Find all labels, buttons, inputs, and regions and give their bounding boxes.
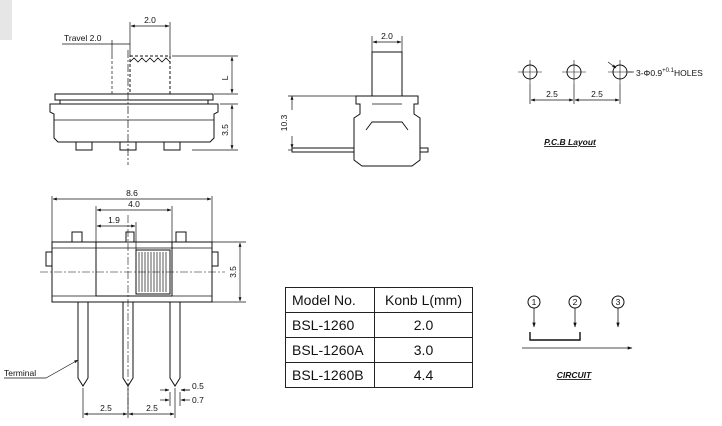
front-knob-width-label: 2.0: [144, 15, 156, 25]
side-view: [288, 36, 429, 167]
circuit-pin-3-label: 3: [616, 297, 621, 307]
top-total-width-label: 8.6: [126, 188, 138, 198]
cell-length: 3.0: [374, 337, 473, 363]
pin-pitch-small-label: 0.7: [192, 395, 204, 405]
cell-length: 2.0: [374, 312, 473, 338]
top-knob-offset-label: 1.9: [108, 215, 120, 225]
circuit-pin-2-label: 2: [573, 297, 578, 307]
side-knob-width-label: 2.0: [381, 31, 393, 41]
table-row: BSL-1260 2.0: [285, 312, 473, 338]
circuit-diagram: [522, 295, 633, 350]
table-row: BSL-1260B 4.4: [285, 362, 473, 388]
pcb-layout-caption: P.C.B Layout: [544, 137, 597, 147]
side-height-label: 10.3: [279, 114, 289, 131]
circuit-caption: CIRCUIT: [557, 370, 592, 380]
front-body-height-label: 3.5: [220, 124, 230, 136]
table-header-row: Model No. Konb L(mm): [285, 287, 473, 313]
front-view: [49, 22, 238, 165]
front-knob-length-label: L: [220, 75, 230, 80]
cell-model: BSL-1260A: [285, 337, 375, 363]
table-row: BSL-1260A 3.0: [285, 337, 473, 363]
terminal-label: Terminal: [4, 368, 36, 378]
top-pitch-1-label: 2.5: [100, 403, 112, 413]
top-frame-width-label: 4.0: [128, 199, 140, 209]
cell-model: BSL-1260: [285, 312, 375, 338]
header-model-no: Model No.: [285, 287, 375, 313]
pin-width-label: 0.5: [192, 381, 204, 391]
top-view: [4, 196, 246, 418]
spec-table: Model No. Konb L(mm) BSL-1260 2.0 BSL-12…: [285, 287, 473, 388]
cell-model: BSL-1260B: [285, 362, 375, 388]
travel-label: Travel 2.0: [64, 33, 102, 43]
pcb-pitch-2-label: 2.5: [591, 89, 603, 99]
top-pitch-2-label: 2.5: [146, 403, 158, 413]
header-knob-length: Konb L(mm): [374, 287, 473, 313]
cell-length: 4.4: [374, 362, 473, 388]
pcb-layout: [518, 60, 634, 104]
top-body-height-label: 3.5: [228, 266, 238, 278]
corner-strip: [0, 0, 12, 40]
pcb-holes-label: 3-Φ0.9+0.1HOLES: [636, 68, 703, 78]
pcb-pitch-1-label: 2.5: [546, 89, 558, 99]
circuit-pin-1-label: 1: [532, 297, 537, 307]
